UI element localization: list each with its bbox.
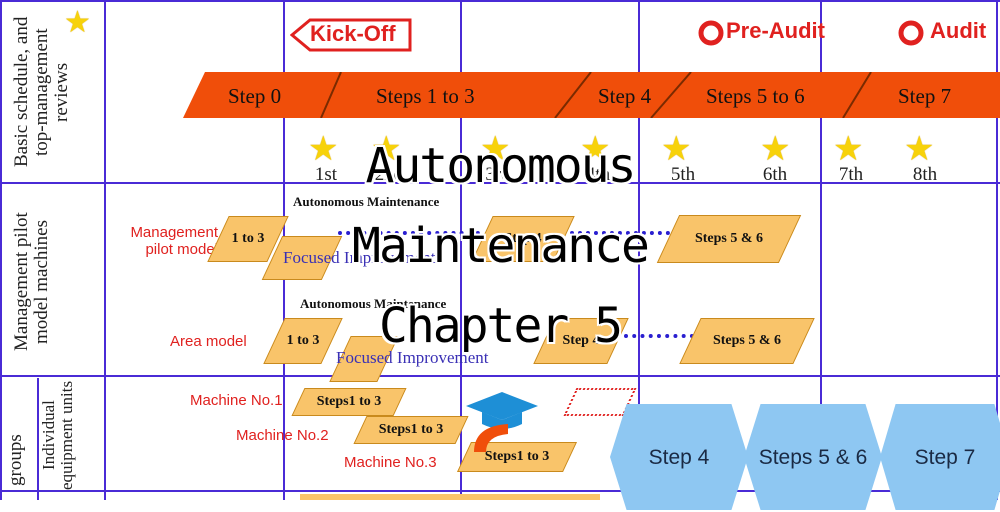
schedule-dotted-line: [338, 231, 480, 235]
grid-line: [820, 0, 822, 500]
bottom-strip: [300, 494, 600, 500]
grid-line: [0, 490, 1000, 492]
band-step-7: Step 7: [898, 84, 952, 108]
target-icon: [698, 20, 724, 46]
step-band: [183, 72, 1000, 118]
grid-line: [638, 0, 640, 500]
grid-line: [37, 378, 39, 500]
step-band-shape: [183, 72, 1000, 118]
schedule-dotted-line: [624, 334, 694, 338]
target-icon: [898, 20, 924, 46]
am-title-1: Autonomous Maintenance: [293, 194, 440, 209]
management-pilot-label: Management pilot model: [108, 224, 218, 258]
am-title-2: Autonomous Maintenance: [300, 296, 447, 311]
row-label-groups: groups: [5, 434, 26, 486]
review-ordinal: 2nd: [374, 164, 404, 185]
review-star-icon: ★: [661, 131, 692, 168]
grid-line: [0, 0, 1000, 2]
kickoff-marker: Kick-Off: [290, 18, 412, 52]
review-star-icon: ★: [580, 131, 611, 168]
preaudit-label: Pre-Audit: [726, 18, 825, 43]
review-star-icon: ★: [308, 131, 339, 168]
machine-2-step-box: Steps1 to 3: [353, 416, 469, 444]
review-star-icon: ★: [760, 131, 791, 168]
band-step-0: Step 0: [228, 84, 282, 108]
review-ordinal: 8th: [912, 164, 938, 185]
schedule-dotted-line: [570, 231, 670, 235]
hex-step-4: Step 4: [610, 404, 748, 510]
grid-line: [0, 182, 1000, 184]
management-pilot-text: Management pilot model: [130, 224, 218, 258]
grid-line: [460, 0, 462, 500]
grid-line: [996, 0, 998, 500]
review-ordinal: 5th: [670, 164, 696, 185]
grid-line: [0, 0, 2, 500]
band-step-4: Step 4: [598, 84, 652, 108]
logo: [462, 390, 542, 456]
review-star-icon: ★: [371, 131, 402, 168]
review-ordinal: 3rd: [485, 164, 511, 185]
step-box-text: Steps1 to 3: [378, 422, 444, 437]
review-ordinal: 6th: [762, 164, 788, 185]
fi-title-2: Focused Improvement: [336, 348, 489, 367]
band-steps-1-3: Steps 1 to 3: [376, 84, 475, 108]
grid-line: [0, 375, 1000, 377]
review-star-icon: ★: [904, 131, 935, 168]
fi-title-1: Focused Improvement: [283, 248, 436, 267]
star-icon: ★: [64, 6, 91, 39]
machine-1-step-box: Steps1 to 3: [291, 388, 407, 416]
review-star-icon: ★: [480, 131, 511, 168]
title-line-2: Maintenance: [352, 218, 650, 274]
title-line-1: Autonomous: [365, 138, 637, 194]
grid-line: [104, 0, 106, 500]
area-model-label: Area model: [170, 333, 247, 350]
hex-step-7: Step 7: [880, 404, 1000, 510]
audit-label: Audit: [930, 18, 987, 43]
review-ordinal: 4th: [585, 164, 611, 185]
review-ordinal: 7th: [838, 164, 864, 185]
title-line-3: Chapter 5: [378, 298, 623, 354]
hex-steps-5-6: Steps 5 & 6: [744, 404, 882, 510]
step-box-text: Steps1 to 3: [316, 394, 382, 409]
review-ordinal: 1st: [314, 164, 338, 185]
machine-2-label: Machine No.2: [236, 427, 329, 444]
kickoff-label: Kick-Off: [310, 21, 396, 46]
machine-3-label: Machine No.3: [344, 454, 437, 471]
kickoff-arrow-icon: [290, 18, 412, 52]
band-steps-5-6: Steps 5 to 6: [706, 84, 805, 108]
machine-1-label: Machine No.1: [190, 392, 283, 409]
review-star-icon: ★: [833, 131, 864, 168]
row-label-individual-units: Individual equipment units: [39, 380, 76, 490]
graduation-cap-icon: [466, 392, 538, 452]
